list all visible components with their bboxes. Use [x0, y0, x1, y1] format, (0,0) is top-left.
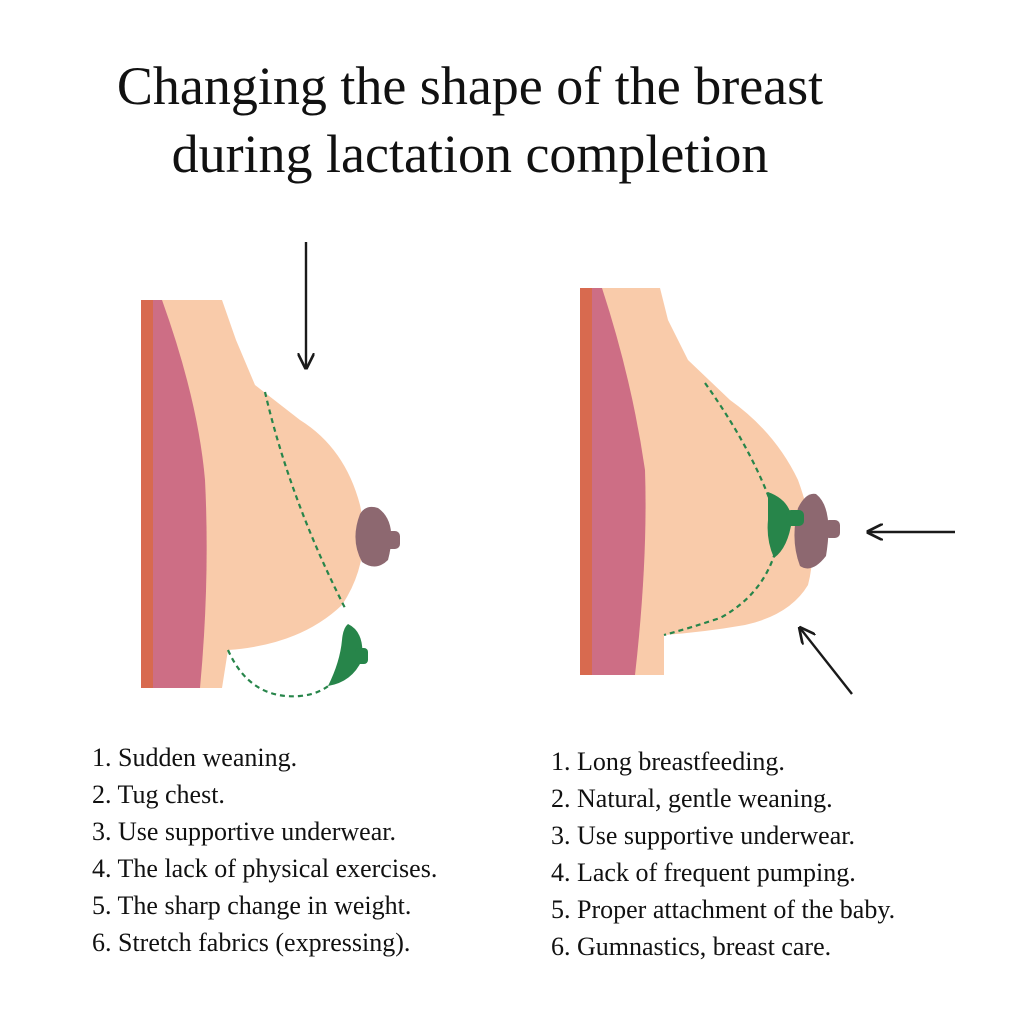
list-item: 1. Long breastfeeding. — [551, 747, 785, 776]
right-raised-nipple — [786, 510, 804, 526]
right-chest-muscle — [592, 288, 646, 675]
list-item: 3. Use supportive underwear. — [551, 821, 855, 850]
right-breast-illustration — [580, 288, 955, 695]
right-breast-skin — [590, 288, 813, 675]
list-item: 5. The sharp change in weight. — [92, 891, 412, 920]
page-title: Changing the shape of the breast during … — [0, 52, 940, 188]
list-item: 3. Use supportive underwear. — [92, 817, 396, 846]
diagonal-arrow — [800, 628, 853, 695]
title-line-2: during lactation completion — [171, 124, 769, 184]
left-breast-illustration — [141, 242, 400, 698]
list-item: 1. Sudden weaning. — [92, 743, 298, 772]
list-item: 6. Gumnastics, breast care. — [551, 932, 832, 961]
right-nipple — [824, 520, 840, 538]
left-chest-muscle — [153, 300, 207, 688]
left-nipple — [384, 531, 400, 549]
list-item: 2. Natural, gentle weaning. — [551, 784, 833, 813]
title-line-1: Changing the shape of the breast — [116, 56, 824, 116]
list-item: 2. Tug chest. — [92, 780, 225, 809]
left-dropped-nipple — [355, 648, 368, 664]
sagging-causes-list: 1. Sudden weaning. 2. Tug chest. 3. Use … — [92, 739, 437, 961]
left-original-contour — [263, 391, 346, 609]
right-raised-areola — [767, 492, 792, 558]
left-areola — [355, 506, 392, 567]
list-item: 4. The lack of physical exercises. — [92, 854, 438, 883]
preservation-factors-list: 1. Long breastfeeding. 2. Natural, gentl… — [551, 743, 895, 965]
left-dropped-areola — [328, 624, 363, 686]
right-original-contour — [663, 382, 782, 637]
list-item: 6. Stretch fabrics (expressing). — [92, 928, 411, 957]
list-item: 4. Lack of frequent pumping. — [551, 858, 856, 887]
list-item: 5. Proper attachment of the baby. — [551, 895, 896, 924]
left-lower-contour — [226, 649, 336, 698]
